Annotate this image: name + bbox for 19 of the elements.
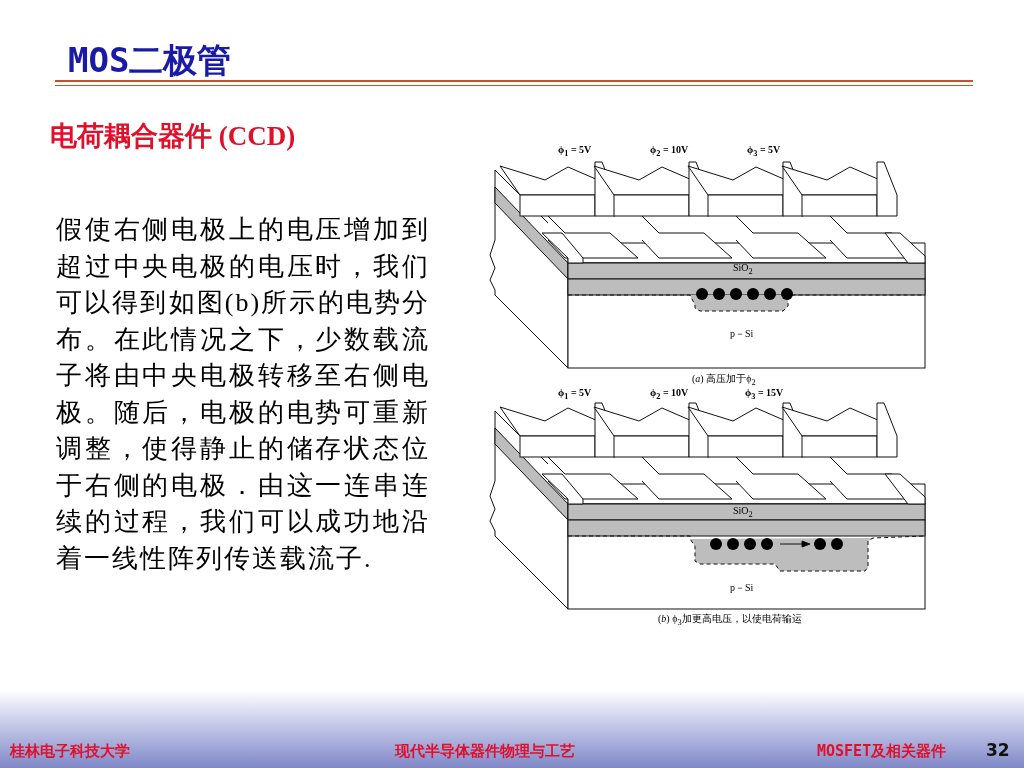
page-number: 32 [986,740,1010,760]
voltage-label: ϕ$_{2}$ = 10V [650,387,689,401]
layer-label: SiO$_{2}$ [733,262,753,276]
footer-text: 桂林电子科技大学 [10,742,130,761]
body-paragraph: 假使右侧电极上的电压增加到超过中央电极的电压时，我们可以得到如图(b)所示的电势分布。在此情况之下，少数载流子将由中央电极转移至右侧电极。随后，电极的电势可重新调整，使得静止的储存状态位于右侧的电极．由这一连串连续的过程，我们可以成功地沿着一线性阵列传送载流子. [56,214,430,575]
voltage-label: ϕ$_{1}$ = 5V [558,387,592,401]
layer-label: SiO$_{2}$ [733,505,753,519]
voltage-label: ϕ$_{3}$ = 5V [747,144,781,158]
layer-label: p－Si [730,581,754,595]
layer-label: p－Si [730,327,754,341]
slide-title: MOS二极管 [68,39,232,82]
voltage-label: ϕ$_{2}$ = 10V [650,144,689,158]
footer-text: 现代半导体器件物理与工艺 [395,742,575,761]
voltage-label: ϕ$_{3}$ = 15V [745,387,784,401]
section-heading: 电荷耦合器件 (CCD) [50,120,296,153]
figure-caption: (b) ϕ$_{3}$加更高电压，以使电荷输运 [658,612,802,627]
figure-caption: (a) 高压加于ϕ$_{2}$ [692,372,756,387]
footer-text: MOSFET及相关器件 [817,742,947,761]
voltage-label: ϕ$_{1}$ = 5V [558,144,592,158]
